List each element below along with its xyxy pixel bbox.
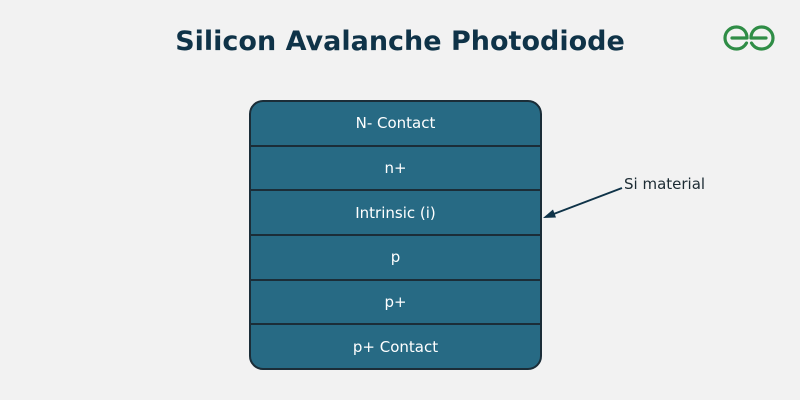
layer-p-plus: p+ [251, 281, 540, 326]
photodiode-layer-stack: N- Contact n+ Intrinsic (i) p p+ p+ Cont… [249, 100, 542, 370]
layer-p: p [251, 236, 540, 281]
layer-intrinsic: Intrinsic (i) [251, 191, 540, 237]
geeksforgeeks-logo-icon [723, 25, 775, 51]
layer-n-contact: N- Contact [251, 102, 540, 147]
layer-n-plus: n+ [251, 147, 540, 192]
si-material-label: Si material [624, 175, 706, 193]
layer-p-plus-contact: p+ Contact [352, 337, 439, 356]
diagram-title: Silicon Avalanche Photodiode [175, 26, 625, 57]
